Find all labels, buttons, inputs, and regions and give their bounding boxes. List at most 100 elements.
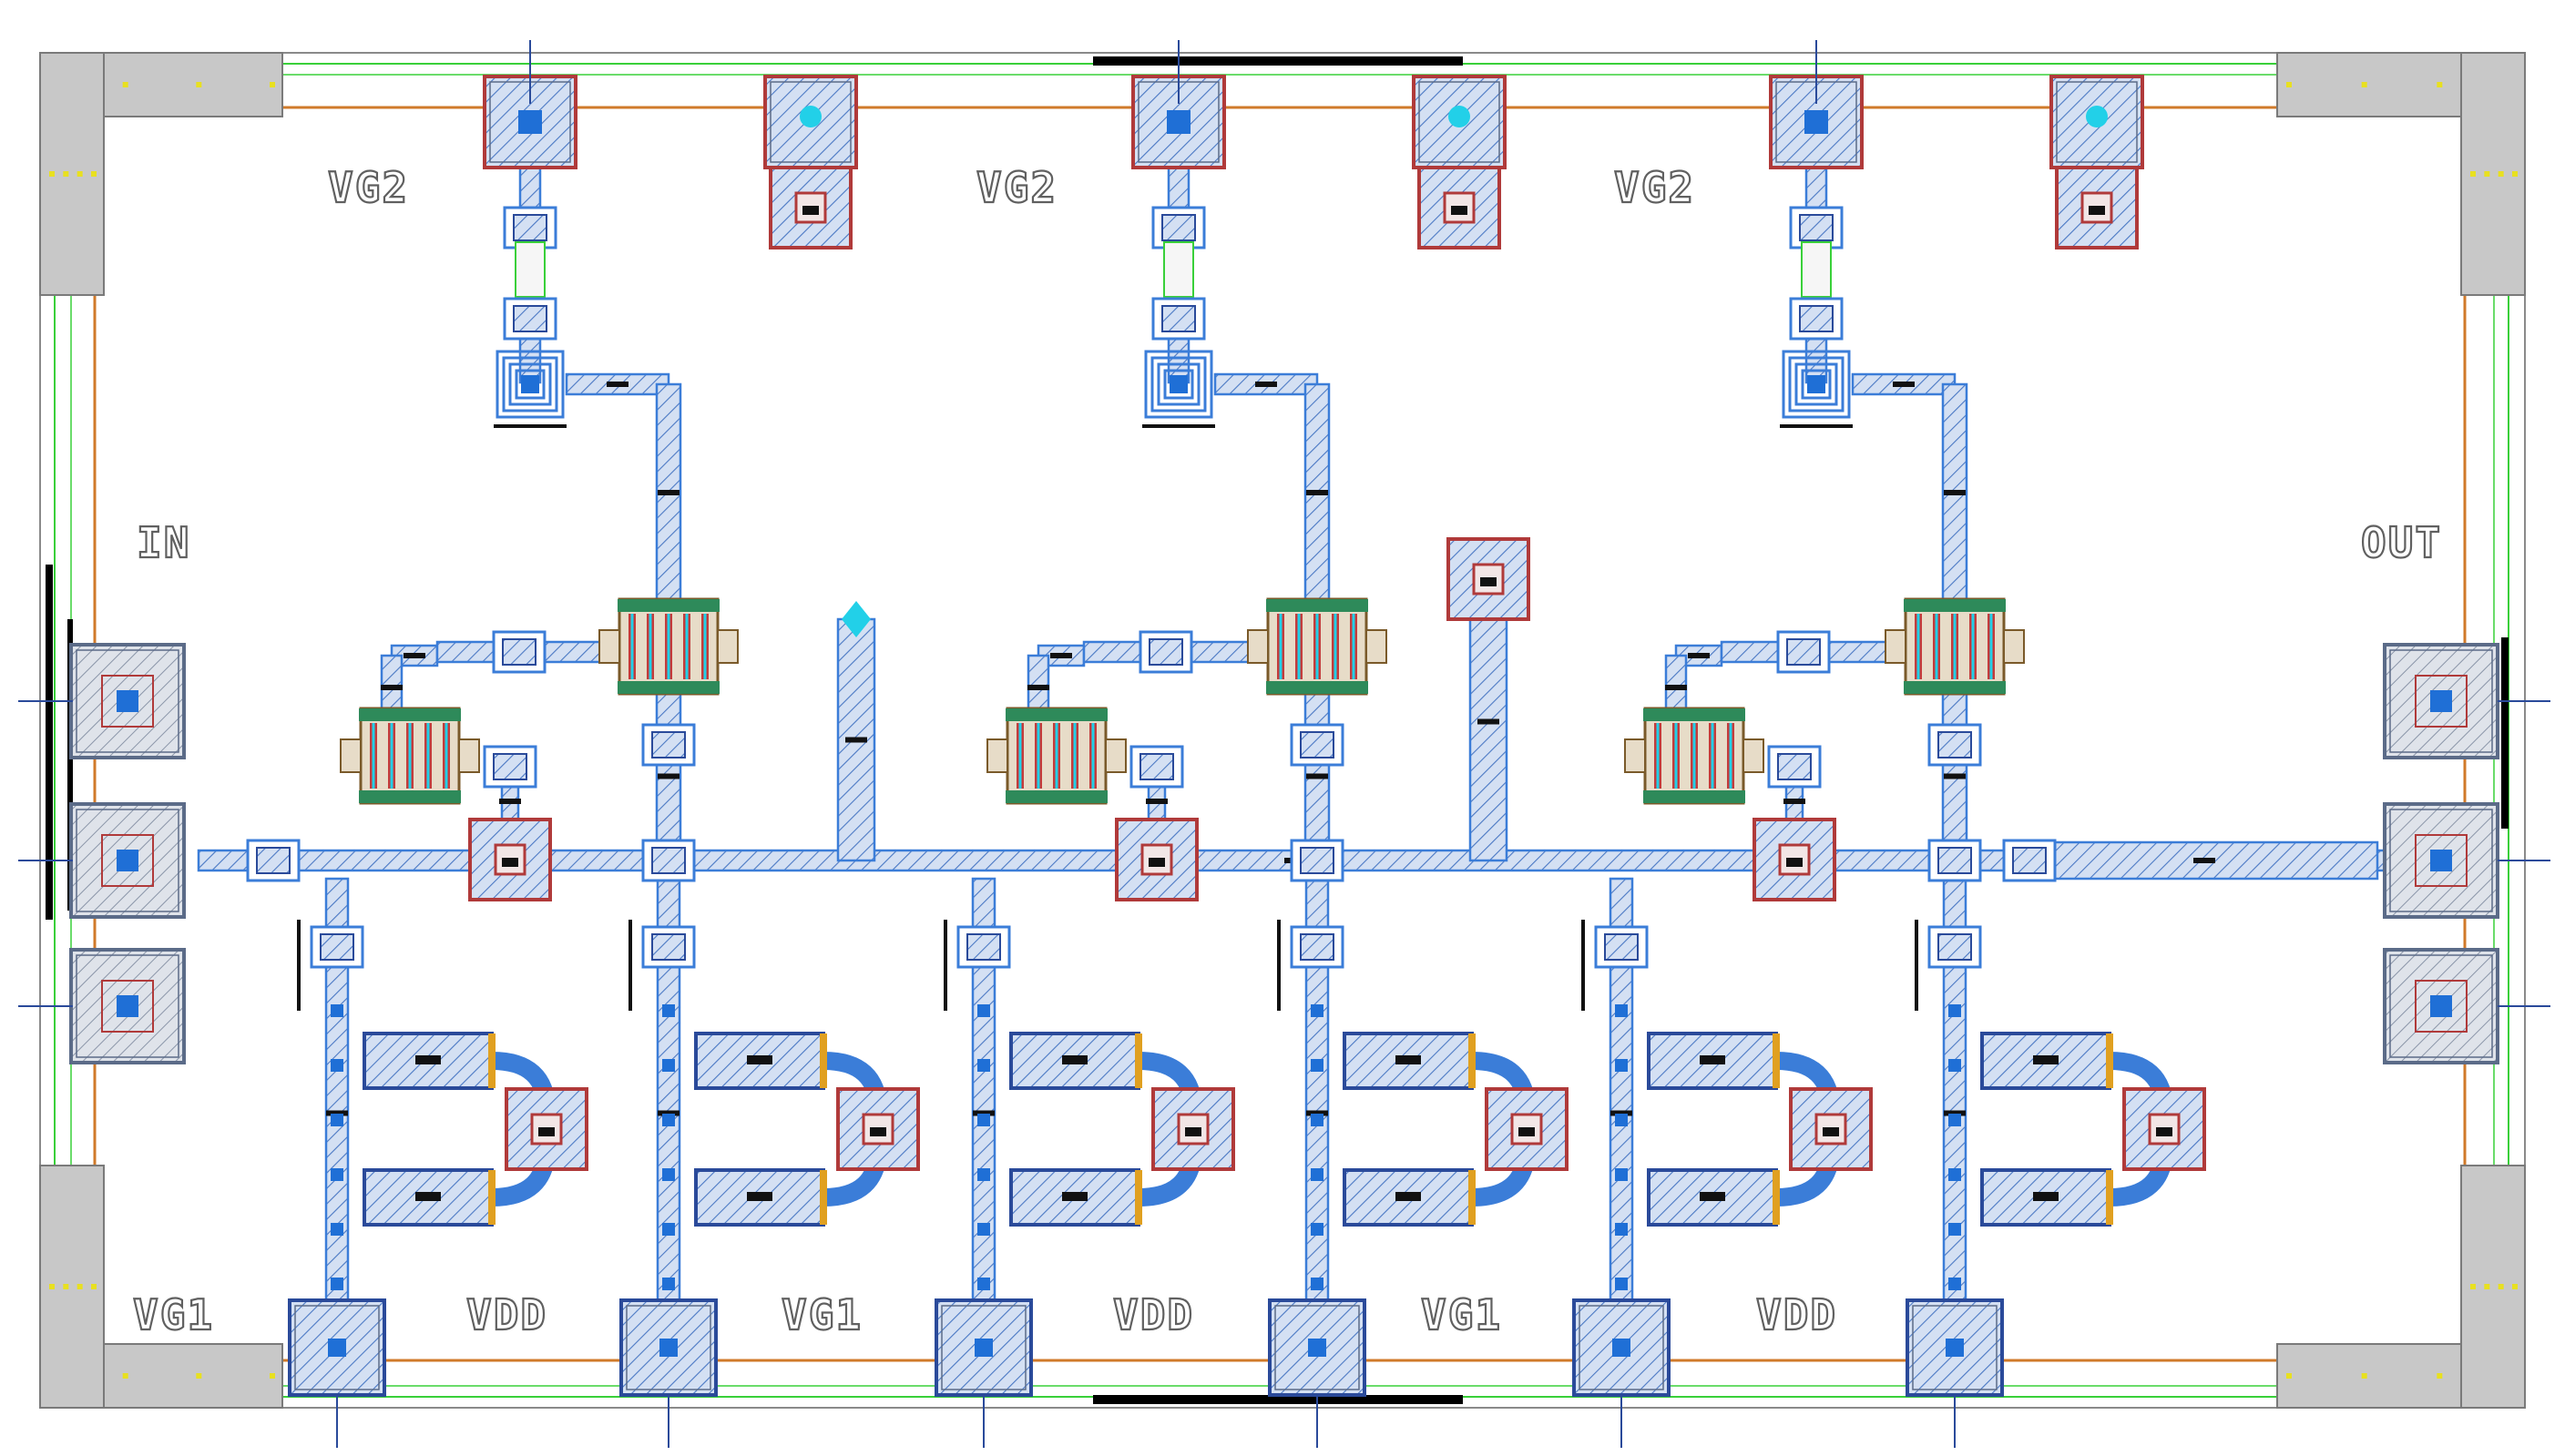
label-vdd-1: VDD (466, 1290, 547, 1339)
resistor-end (820, 1033, 827, 1088)
line-marker (1477, 718, 1499, 725)
small-pad-core (1140, 843, 1173, 876)
line-marker (1944, 1110, 1966, 1116)
corner-dot (91, 1284, 97, 1289)
line-marker (973, 1110, 995, 1116)
vg2-feed-cap-3 (1789, 206, 1844, 249)
small-pad-core (794, 191, 827, 224)
upper-transistor-1 (598, 597, 739, 696)
devices-layer (246, 206, 2113, 1227)
pads-layer (18, 40, 2550, 1448)
fet-finger-core (1091, 723, 1095, 789)
resistor-mark (1700, 1055, 1725, 1064)
line-marker (2193, 858, 2215, 863)
gate-bias-cap-3 (1767, 745, 1822, 789)
fet-finger-core (1729, 723, 1732, 789)
via (1948, 1168, 1961, 1181)
leg-pad-1-0 (505, 1087, 588, 1171)
corner-dot (2361, 1373, 2367, 1379)
corner-dot (2512, 171, 2518, 177)
fet-source-tab (1105, 738, 1127, 773)
gate-bias-pad-1 (468, 818, 552, 901)
bottom-pad-via (1612, 1339, 1630, 1357)
label-out: OUT (2361, 518, 2442, 567)
line-marker (1688, 653, 1710, 658)
leg-resistor-top-3-0 (1647, 1032, 1780, 1090)
via (977, 1059, 990, 1072)
resistor-end (2106, 1170, 2113, 1225)
via (331, 1278, 343, 1290)
fet-finger-core (703, 614, 707, 679)
cap-inner (1300, 847, 1334, 874)
leg-pad-2-0 (1151, 1087, 1235, 1171)
leg-resistor-bottom-1-0 (363, 1168, 496, 1227)
via (331, 1004, 343, 1017)
line-marker (1306, 773, 1328, 779)
spiral-turn (502, 356, 558, 412)
line-marker (845, 737, 867, 743)
cap-inner (2012, 847, 2047, 874)
cap-inner (1937, 847, 1972, 874)
via (662, 1004, 675, 1017)
bottom-pad-via (659, 1339, 678, 1357)
spiral-turn (508, 362, 552, 406)
via (1311, 1278, 1323, 1290)
small-pad-mark (1149, 858, 1165, 867)
edge-bar-left-inner (67, 619, 73, 911)
leg-resistor-bottom-3-1 (1980, 1168, 2113, 1227)
via (331, 1114, 343, 1126)
probe-via (1167, 110, 1191, 134)
leg-resistor-top-1-1 (694, 1032, 827, 1090)
vg2-feed-cap-1 (503, 206, 557, 249)
cap-inner (651, 847, 686, 874)
pad-inner (294, 1305, 380, 1390)
spine-cap-2 (1290, 839, 1344, 882)
lower-transistor-1 (340, 707, 480, 805)
bottom-pad-1-1 (619, 1298, 718, 1448)
spine-cap-3 (1927, 839, 1982, 882)
small-pad-mark (1185, 1127, 1201, 1136)
cap-inner (1161, 305, 1196, 332)
resistor-mark (747, 1055, 772, 1064)
small-pad-mark (802, 206, 819, 215)
label-vg2-1: VG2 (328, 163, 409, 212)
leg-resistor-bottom-3-0 (1647, 1168, 1780, 1227)
via (331, 1223, 343, 1236)
resistor-end (488, 1033, 496, 1088)
drain-cap-2 (1290, 723, 1344, 767)
leg-cap-3-0 (1594, 925, 1649, 969)
resistor-mark (1062, 1055, 1088, 1064)
line-marker (1893, 382, 1915, 387)
fet-source-tab (1247, 629, 1269, 664)
fet-finger-core (1711, 723, 1714, 789)
corner-dot (2437, 82, 2443, 87)
fet-gate-bar (1904, 599, 2006, 612)
pad-inner (1912, 1305, 1998, 1390)
cap-inner (1777, 753, 1812, 780)
vg2-feed-cap-b-2 (1151, 297, 1206, 341)
probe-via (1804, 110, 1828, 134)
fet-source-tab (986, 738, 1008, 773)
fet-finger-core (408, 723, 412, 789)
small-pad-mark (2156, 1127, 2172, 1136)
leg-cap-3-1 (1927, 925, 1982, 969)
vg2-aux-small-pad-3 (2055, 166, 2139, 249)
vg2-spiral-3 (1780, 350, 1853, 428)
pad-inner (1418, 81, 1500, 163)
corner-dot (2484, 1284, 2490, 1289)
upper-transistor-3 (1885, 597, 2025, 696)
resistor-mark (2033, 1192, 2059, 1201)
line-marker (607, 382, 628, 387)
cap-inner (256, 847, 291, 874)
corner-dot (91, 171, 97, 177)
in-pad-via (117, 690, 138, 712)
cap-inner (1149, 638, 1183, 666)
out-pad-ring (2415, 675, 2468, 728)
via (977, 1004, 990, 1017)
via (1615, 1278, 1628, 1290)
pad-body (2383, 948, 2499, 1064)
pad-inner (770, 81, 852, 163)
cap-inner (513, 214, 547, 241)
pad-inner (2056, 81, 2138, 163)
